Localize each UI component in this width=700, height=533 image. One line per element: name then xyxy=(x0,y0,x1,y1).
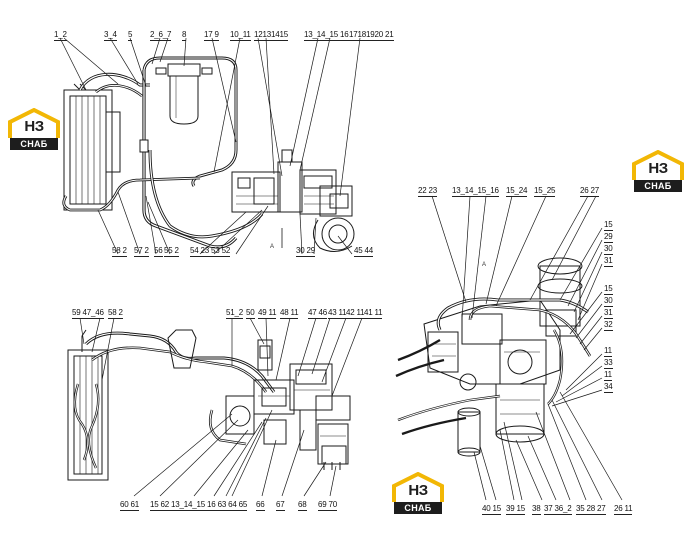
house-roof-icon xyxy=(8,108,60,138)
callout: 37 36_2 xyxy=(544,504,572,515)
view-tag-right: А xyxy=(482,262,487,268)
callout: 31 xyxy=(604,256,613,267)
callout: 35 28 27 xyxy=(576,504,606,515)
callout: 49 11 xyxy=(258,308,277,319)
logo-word: СНАБ xyxy=(10,138,58,150)
callout: 15_25 xyxy=(534,186,556,197)
callout: 15 xyxy=(604,220,613,231)
house-roof-icon xyxy=(392,472,444,502)
callout: 45 44 xyxy=(354,246,374,257)
callout: 57 2 xyxy=(134,246,149,257)
callout: 17181920 21 xyxy=(349,30,394,41)
callout: 3_4 xyxy=(104,30,117,41)
callout: 54 23 53 52 xyxy=(190,246,231,257)
callout: 29 xyxy=(604,232,613,243)
callout: 12131415 xyxy=(254,30,288,41)
callout: 43 11 xyxy=(328,308,347,319)
callout: 60 61 xyxy=(120,500,140,511)
brand-logo: НЗ СНАБ xyxy=(630,150,686,194)
callout: 15 62 13_14_15 16 63 64 65 xyxy=(150,500,248,511)
logo-mark: НЗ xyxy=(24,118,44,135)
callout: 39 15 xyxy=(506,504,526,515)
callout: 11 xyxy=(604,346,612,357)
callout: 30 xyxy=(604,244,613,255)
callout: 33 xyxy=(604,358,613,369)
callout: 32 xyxy=(604,320,613,331)
callout: 56 xyxy=(154,246,163,257)
top-assembly-drawing xyxy=(59,37,361,255)
callout: 15 xyxy=(604,284,613,295)
callout: 30 xyxy=(604,296,613,307)
callout: 48 11 xyxy=(280,308,299,319)
right-assembly-drawing xyxy=(395,195,623,501)
callout: 40 15 xyxy=(482,504,502,515)
bottom-left-assembly-drawing xyxy=(67,317,363,497)
callout: 26 11 xyxy=(614,504,633,515)
callout: 10_11 xyxy=(230,30,251,41)
brand-logo: НЗ СНАБ xyxy=(6,108,62,152)
logo-mark: НЗ xyxy=(648,160,668,177)
callout: 66 xyxy=(256,500,265,511)
view-tag-top: А xyxy=(270,244,275,250)
callout: 47 46 xyxy=(308,308,328,319)
callout: 69 70 xyxy=(318,500,338,511)
brand-logo: НЗ СНАБ xyxy=(390,472,446,516)
callout: 13_14_15 16 xyxy=(304,30,349,41)
callout: 58 2 xyxy=(112,246,127,257)
callout: 68 xyxy=(298,500,307,511)
callout: 13_14_15_16 xyxy=(452,186,499,197)
callout: 31 xyxy=(604,308,613,319)
callout: 67 xyxy=(276,500,285,511)
logo-word: СНАБ xyxy=(394,502,442,514)
callout: 51_2 xyxy=(226,308,243,319)
callout: 22 23 xyxy=(418,186,438,197)
callout: 34 xyxy=(604,382,613,393)
callout: 55 2 xyxy=(164,246,179,257)
callout: 2_6_7 xyxy=(150,30,172,41)
callout: 1_2 xyxy=(54,30,67,41)
callout: 11 xyxy=(604,370,612,381)
callout: 15_24 xyxy=(506,186,528,197)
callout: 8 xyxy=(182,30,187,41)
callout: 50 xyxy=(246,308,255,319)
logo-word: СНАБ xyxy=(634,180,682,192)
house-roof-icon xyxy=(632,150,684,180)
logo-mark: НЗ xyxy=(408,482,428,499)
callout: 59 47_46 xyxy=(72,308,104,319)
callout: 17 9 xyxy=(204,30,219,41)
callout: 30 29 xyxy=(296,246,316,257)
callout: 26 27 xyxy=(580,186,600,197)
callout: 5 xyxy=(128,30,133,41)
callout: 42 11 xyxy=(346,308,365,319)
callout: 58 2 xyxy=(108,308,123,319)
callout: 38 xyxy=(532,504,541,515)
callout: 41 11 xyxy=(364,308,383,319)
